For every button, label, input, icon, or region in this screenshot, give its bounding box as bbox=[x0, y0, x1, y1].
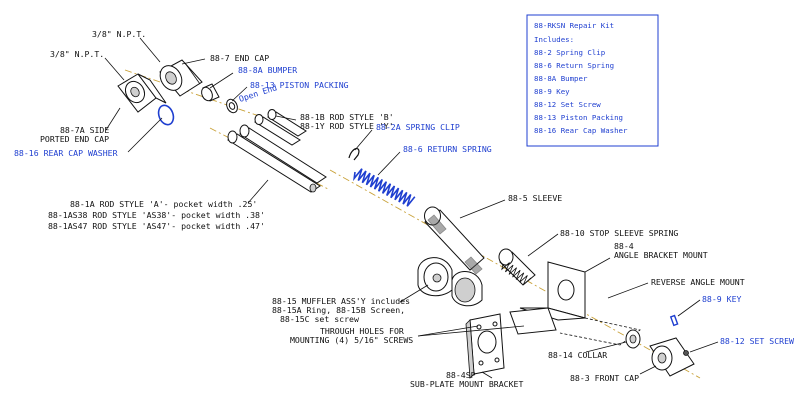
bumper bbox=[201, 83, 220, 102]
label-rod-as38: 88-1AS38 ROD STYLE 'AS38'- pocket width … bbox=[48, 210, 265, 220]
repair-kit-item: 88-8A Bumper bbox=[534, 74, 588, 83]
label-key: 88-9 KEY bbox=[702, 294, 742, 304]
label-sleeve: 88-5 SLEEVE bbox=[508, 193, 562, 203]
label-through-holes-2: MOUNTING (4) 5/16" SCREWS bbox=[290, 335, 413, 345]
label-stop-sleeve-spring: 88-10 STOP SLEEVE SPRING bbox=[560, 228, 678, 238]
repair-kit-item: 88-12 Set Screw bbox=[534, 100, 601, 109]
label-rod-as47: 88-1AS47 ROD STYLE 'AS47'- pocket width … bbox=[48, 221, 265, 231]
label-rod-y: 88-1Y ROD STYLE 'Y' bbox=[300, 121, 394, 131]
label-set-screw: 88-12 SET SCREW bbox=[720, 336, 794, 346]
repair-kit-item: 88-16 Rear Cap Washer bbox=[534, 126, 628, 135]
label-npt-top: 3/8" N.P.T. bbox=[92, 29, 146, 39]
collar bbox=[625, 329, 641, 349]
label-muffler-2: 88-15A Ring, 88-15B Screen, bbox=[272, 305, 405, 315]
label-bumper: 88-8A BUMPER bbox=[238, 65, 297, 75]
sub-plate-mount-bracket bbox=[465, 313, 505, 379]
label-rear-cap-washer: 88-16 REAR CAP WASHER bbox=[14, 148, 118, 158]
label-spring-clip: 88-2A SPRING CLIP bbox=[376, 122, 460, 132]
stop-sleeve-spring bbox=[498, 248, 536, 286]
side-ported-end-cap bbox=[117, 73, 167, 113]
label-reverse-angle-mount: REVERSE ANGLE MOUNT bbox=[651, 277, 745, 287]
label-return-spring: 88-6 RETURN SPRING bbox=[403, 144, 492, 154]
label-angle-mount-2: ANGLE BRACKET MOUNT bbox=[614, 250, 708, 260]
rod-style-a bbox=[227, 124, 327, 193]
repair-kit-item: 88-13 Piston Packing bbox=[534, 113, 623, 122]
leader-lines bbox=[104, 37, 719, 379]
spring-clip bbox=[348, 148, 360, 161]
piston-packing bbox=[226, 98, 238, 114]
repair-kit-item: 88-2 Spring Clip bbox=[534, 48, 605, 57]
key bbox=[669, 314, 679, 327]
label-front-cap: 88-3 FRONT CAP bbox=[570, 373, 639, 383]
label-npt-left: 3/8" N.P.T. bbox=[50, 49, 104, 59]
label-end-cap: 88-7 END CAP bbox=[210, 53, 269, 63]
sleeve bbox=[424, 206, 485, 275]
label-through-holes-1: THROUGH HOLES FOR bbox=[320, 326, 404, 336]
label-muffler-3: 88-15C set screw bbox=[280, 314, 359, 324]
repair-kit-item: 88-9 Key bbox=[534, 87, 570, 96]
label-subplate-2: SUB-PLATE MOUNT BRACKET bbox=[410, 379, 523, 389]
label-side-cap-2: PORTED END CAP bbox=[40, 134, 109, 144]
label-piston-packing: 88-13 PISTON PACKING bbox=[250, 80, 349, 90]
rod-style-b-y bbox=[254, 109, 307, 146]
label-subplate-1: 88-4SP bbox=[446, 370, 476, 380]
end-cap bbox=[159, 59, 203, 97]
label-muffler-1: 88-15 MUFFLER ASS'Y includes bbox=[272, 296, 410, 306]
front-cap bbox=[649, 337, 695, 377]
repair-kit-box: 88-RKSN Repair Kit Includes: 88-2 Spring… bbox=[526, 14, 659, 147]
repair-kit-item: 88-6 Return Spring bbox=[534, 61, 614, 70]
label-angle-mount-1: 88-4 bbox=[614, 241, 634, 251]
label-side-cap-1: 88-7A SIDE bbox=[60, 125, 109, 135]
repair-kit-title: 88-RKSN Repair Kit bbox=[534, 21, 614, 30]
rear-cap-washer bbox=[157, 104, 175, 126]
label-rod-b: 88-1B ROD STYLE 'B' bbox=[300, 112, 394, 122]
return-spring bbox=[353, 168, 416, 207]
label-rod-a: 88-1A ROD STYLE 'A'- pocket width .25' bbox=[70, 199, 257, 209]
repair-kit-includes: Includes: bbox=[534, 35, 574, 44]
centerline-cap bbox=[124, 69, 266, 119]
label-collar: 88-14 COLLAR bbox=[548, 350, 607, 360]
angle-bracket-mount bbox=[509, 261, 641, 346]
